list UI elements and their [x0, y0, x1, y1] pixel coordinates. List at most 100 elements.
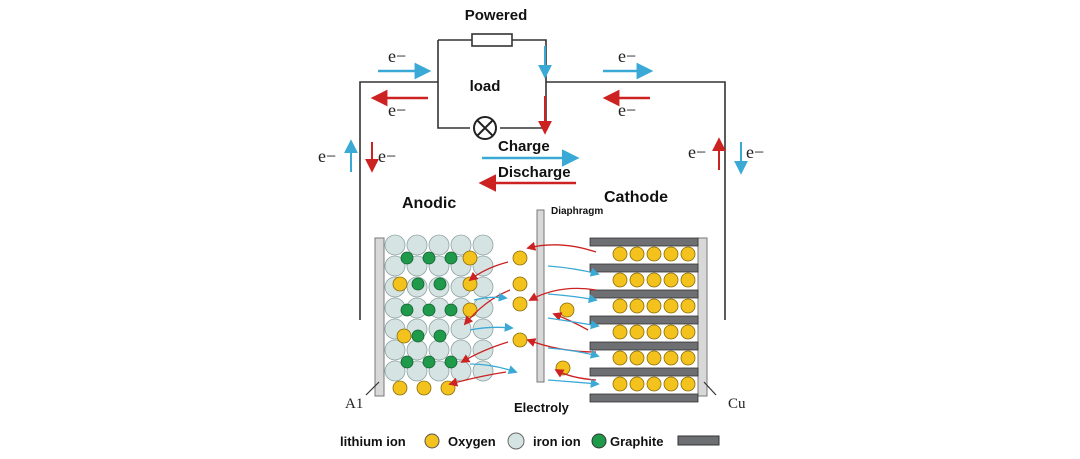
lithium-ion: [663, 350, 679, 366]
lithium-ion: [663, 376, 679, 392]
diaphragm-label: Diaphragm: [551, 206, 603, 217]
oxygen-atom: [384, 255, 406, 277]
iron-ion: [433, 277, 447, 291]
load-electron-arrows: [344, 46, 748, 175]
charge-ion-arrow: [547, 293, 598, 304]
legend-lithium-swatch: [424, 433, 440, 449]
oxygen-atom: [428, 234, 450, 256]
iron-ion: [422, 355, 436, 369]
charge-ion-arrow: [547, 378, 600, 388]
legend: lithium ion Oxygen iron ion Graphite: [340, 432, 720, 450]
iron-ion: [411, 277, 425, 291]
lithium-ion: [646, 350, 662, 366]
graphite-layer: [589, 393, 699, 403]
oxygen-atom: [384, 360, 406, 382]
electron-label: e−: [618, 46, 636, 66]
lithium-ion: [646, 272, 662, 288]
lithium-ion: [680, 376, 696, 392]
graphite-layer: [589, 263, 699, 273]
electron-label: e−: [378, 146, 396, 166]
oxygen-atom: [472, 360, 494, 382]
legend-lithium-label: lithium ion: [340, 434, 406, 449]
lamp-icon: [473, 116, 497, 140]
legend-graphite-label: Graphite: [610, 434, 663, 449]
lithium-ion: [612, 246, 628, 262]
lithium-ion: [629, 324, 645, 340]
lithium-ion: [680, 298, 696, 314]
oxygen-atom: [472, 234, 494, 256]
oxygen-atom: [406, 360, 428, 382]
lithium-ion: [680, 246, 696, 262]
oxygen-atom: [450, 234, 472, 256]
powered-label: Powered: [465, 7, 528, 24]
lithium-ion: [512, 250, 528, 266]
al-leader-line: [365, 381, 380, 396]
graphite-layer: [589, 341, 699, 351]
load-label: load: [470, 78, 501, 95]
lithium-ion: [680, 272, 696, 288]
charge-ion-arrow: [469, 322, 514, 332]
oxygen-atom: [384, 234, 406, 256]
legend-oxygen-label: Oxygen: [448, 434, 496, 449]
iron-ion: [444, 355, 458, 369]
charge-ion-arrow: [469, 363, 518, 375]
iron-ion: [422, 303, 436, 317]
lithium-ion: [392, 276, 408, 292]
aluminum-current-collector: [374, 237, 385, 397]
oxygen-atom: [472, 255, 494, 277]
lithium-ion: [416, 380, 432, 396]
lithium-ion: [663, 272, 679, 288]
oxygen-atom: [472, 339, 494, 361]
legend-oxygen-swatch: [507, 432, 525, 450]
discharge-ion-arrow: [448, 371, 507, 387]
lithium-ion: [512, 276, 528, 292]
lithium-ion: [663, 324, 679, 340]
lithium-ion: [646, 246, 662, 262]
iron-ion: [444, 303, 458, 317]
lithium-ion: [629, 272, 645, 288]
lithium-ion: [462, 276, 478, 292]
ion-flow-arrows: [448, 241, 600, 388]
anode-lattice: [384, 234, 494, 396]
lithium-ion: [462, 250, 478, 266]
anodic-label: Anodic: [402, 195, 456, 212]
lithium-ion: [646, 298, 662, 314]
lithium-ion: [680, 350, 696, 366]
graphite-layer: [589, 237, 699, 247]
lithium-ion: [663, 298, 679, 314]
circuit-wires: [359, 39, 726, 320]
electron-label: e−: [388, 100, 406, 120]
al-collector-label: A1: [345, 396, 363, 412]
lithium-ion: [629, 350, 645, 366]
oxygen-atom: [428, 360, 450, 382]
charge-label: Charge: [498, 138, 550, 155]
lithium-ion: [559, 302, 575, 318]
iron-ion: [433, 329, 447, 343]
discharge-ion-arrow: [528, 287, 597, 301]
charge-ion-arrow: [547, 265, 600, 277]
lithium-ion: [680, 324, 696, 340]
lithium-ion: [512, 296, 528, 312]
iron-ion: [411, 329, 425, 343]
lithium-ion: [462, 302, 478, 318]
graphite-layer: [589, 367, 699, 377]
lithium-ion: [646, 376, 662, 392]
lithium-ion: [612, 324, 628, 340]
lithium-ion: [629, 246, 645, 262]
discharge-ion-arrow: [468, 261, 509, 282]
electron-label: e−: [388, 46, 406, 66]
electron-label: e−: [318, 146, 336, 166]
discharge-ion-arrow: [460, 341, 509, 363]
charge-ion-arrow: [547, 317, 600, 330]
lithium-ion: [646, 324, 662, 340]
cathode-graphite-layers: [589, 237, 699, 403]
oxygen-atom: [406, 234, 428, 256]
electrolyte-label: Electroly: [514, 400, 570, 415]
cu-leader-line: [703, 381, 717, 396]
lithium-ion: [612, 272, 628, 288]
iron-ion: [400, 303, 414, 317]
legend-iron-label: iron ion: [533, 434, 581, 449]
electron-label: e−: [688, 142, 706, 162]
iron-ion: [400, 251, 414, 265]
